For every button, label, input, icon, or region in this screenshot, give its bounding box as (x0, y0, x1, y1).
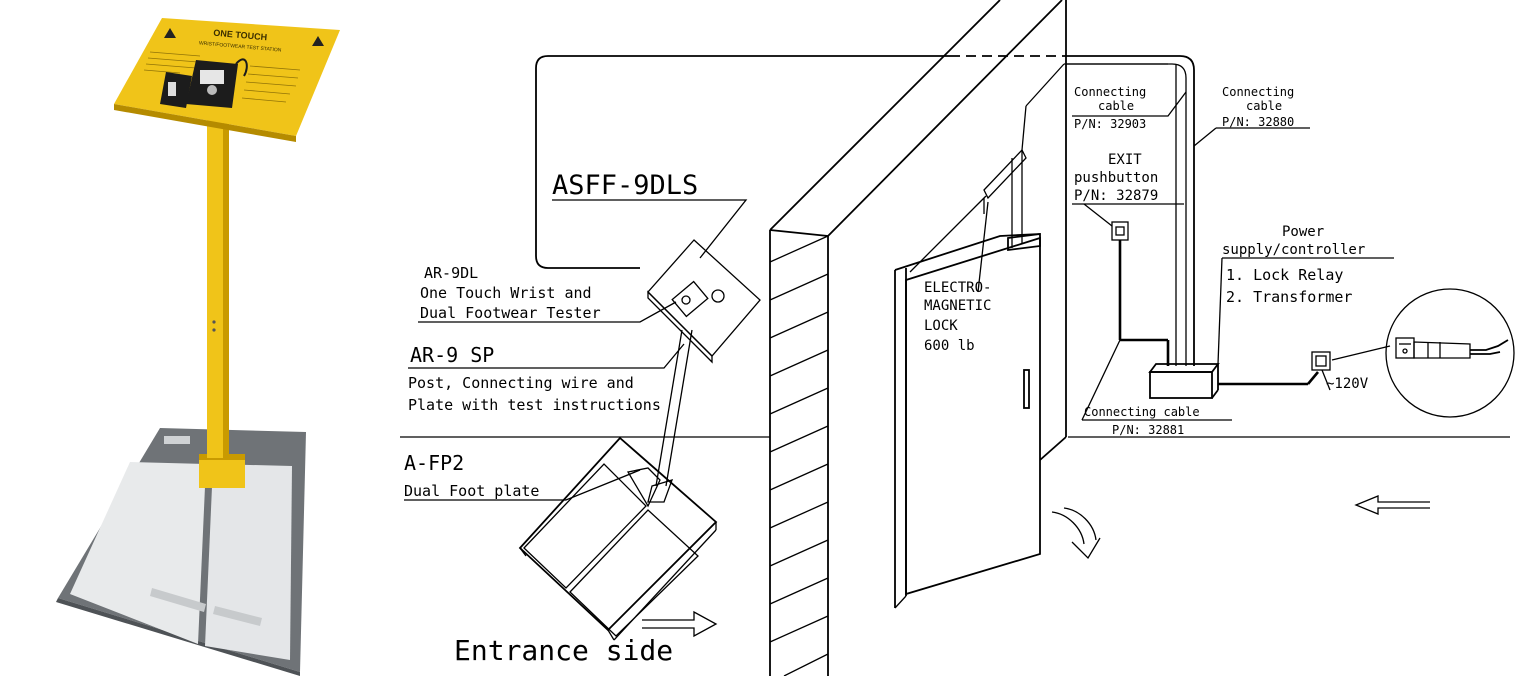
label-tester-desc-1: One Touch Wrist and (420, 284, 592, 302)
label-plate-pn: A-FP2 (404, 451, 464, 475)
label-cable-a-pn: P/N: 32903 (1074, 117, 1146, 131)
label-cable-b-2: cable (1246, 99, 1282, 113)
label-post-pn: AR-9 SP (410, 343, 494, 367)
label-voltage: ~120V (1326, 376, 1369, 392)
label-lock-4: 600 lb (924, 338, 975, 354)
tester-unit-photo (160, 58, 248, 108)
exit-pushbutton (1111, 221, 1170, 366)
label-cable-b-1: Connecting (1222, 85, 1294, 99)
label-cable-b-pn: P/N: 32880 (1222, 115, 1294, 129)
label-cable-a-1: Connecting (1074, 85, 1146, 99)
label-psu-item-1: 1. Lock Relay (1226, 266, 1343, 284)
direction-arrow-left (1354, 495, 1430, 515)
electromagnetic-lock (909, 63, 1065, 293)
sign-title: ONE TOUCH (213, 28, 268, 43)
cable-loop (535, 55, 1195, 366)
label-lock-2: MAGNETIC (924, 298, 991, 314)
label-exit-1: EXIT (1108, 152, 1142, 168)
dual-foot-plate-drawing (518, 436, 718, 641)
post-photo (199, 118, 245, 488)
post-drawing (647, 329, 693, 503)
door-handle (1023, 369, 1030, 409)
door (894, 233, 1101, 609)
label-psu-item-2: 2. Transformer (1226, 288, 1352, 306)
plug-leader (1331, 345, 1391, 361)
label-entrance: Entrance side (454, 634, 673, 667)
label-tester-desc-2: Dual Footwear Tester (420, 304, 601, 322)
plug-detail-circle (1385, 288, 1515, 418)
label-post-desc-1: Post, Connecting wire and (408, 374, 634, 392)
label-model: ASFF-9DLS (552, 170, 698, 201)
door-swing-arrow (1051, 511, 1085, 545)
tester-drawing (647, 239, 761, 364)
wall (769, 0, 1067, 676)
label-lock-3: LOCK (924, 318, 958, 334)
label-exit-pn: P/N: 32879 (1074, 188, 1158, 204)
label-psu-1: Power (1282, 224, 1324, 240)
label-post-desc-2: Plate with test instructions (408, 396, 661, 414)
right-leaders (1072, 91, 1394, 421)
label-tester-pn: AR-9DL (424, 264, 478, 282)
label-cable-c-pn: P/N: 32881 (1112, 423, 1184, 437)
label-lock-1: ELECTRO- (924, 280, 991, 296)
label-cable-a-2: cable (1098, 99, 1134, 113)
power-supply-box (1148, 363, 1220, 399)
entrance-arrow (642, 610, 718, 638)
label-exit-2: pushbutton (1074, 170, 1158, 186)
label-plate-desc: Dual Foot plate (404, 482, 539, 500)
label-cable-c: Connecting cable (1084, 405, 1200, 419)
label-psu-2: supply/controller (1222, 242, 1365, 258)
wall-outlet (1311, 351, 1331, 371)
dual-foot-plate-photo (56, 428, 306, 676)
left-leaders (404, 199, 748, 501)
